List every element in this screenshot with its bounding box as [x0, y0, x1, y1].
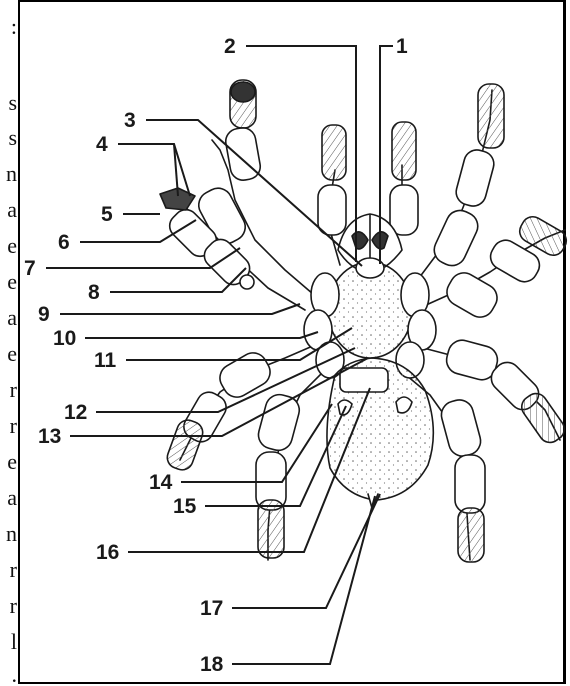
label-2: 2 — [224, 35, 236, 58]
label-16: 16 — [96, 541, 119, 564]
label-14: 14 — [149, 471, 173, 494]
label-1: 1 — [396, 35, 408, 58]
label-8: 8 — [88, 281, 100, 304]
label-13: 13 — [38, 425, 61, 448]
label-17: 17 — [200, 597, 223, 620]
label-15: 15 — [173, 495, 197, 518]
label-5: 5 — [101, 203, 113, 226]
leg-left-4 — [255, 365, 330, 560]
label-11: 11 — [94, 349, 117, 372]
label-10: 10 — [53, 327, 76, 350]
spider-illustration — [160, 80, 570, 562]
label-9: 9 — [38, 303, 50, 326]
label-18: 18 — [200, 653, 224, 676]
label-7: 7 — [24, 257, 36, 280]
label-12: 12 — [64, 401, 87, 424]
leg-right-1 — [410, 84, 504, 290]
label-6: 6 — [58, 231, 70, 254]
abdomen — [327, 358, 433, 508]
part-labels: 1 2 3 4 5 6 7 8 9 10 11 12 13 14 15 16 1… — [24, 35, 408, 676]
label-3: 3 — [124, 109, 136, 132]
leg-right-2 — [415, 213, 570, 322]
leg-right-3 — [412, 337, 569, 447]
label-4: 4 — [96, 133, 108, 156]
